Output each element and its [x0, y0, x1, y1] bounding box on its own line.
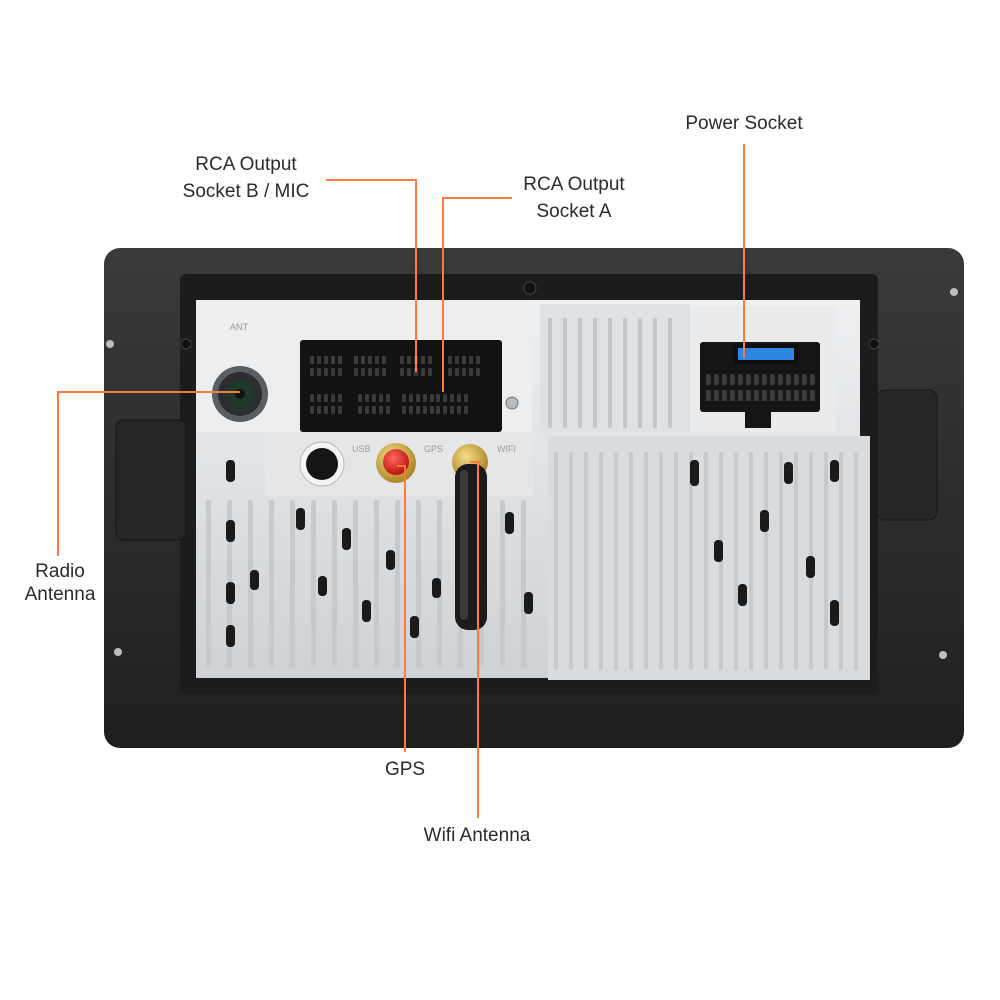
wifi-antenna [452, 444, 488, 630]
rca-output-a-line2: Socket A [536, 201, 612, 222]
rca-output-a-line1: RCA Output [523, 174, 625, 195]
gps-mark: GPS [424, 444, 443, 454]
leader-line-rca-b [326, 179, 417, 372]
fuse-icon [738, 348, 794, 360]
rca-output-b-line2: Socket B / MIC [182, 181, 310, 202]
leader-line-wifi [470, 461, 479, 818]
leader-line-gps [397, 465, 406, 752]
power-socket-label: Power Socket [662, 110, 826, 137]
leader-line-rca-a [442, 197, 512, 392]
radio-antenna-socket [212, 366, 268, 422]
screw-icon [114, 648, 122, 656]
screw-icon [950, 288, 958, 296]
rca-output-b-line1: RCA Output [195, 154, 297, 175]
leader-line-radio [57, 391, 240, 556]
screw-icon [505, 396, 519, 410]
gps-connector [376, 443, 416, 483]
usb-socket [299, 441, 345, 487]
radio-antenna-line1: Radio [35, 561, 85, 582]
wifi-mark: WIFI [497, 444, 516, 454]
screw-icon [939, 651, 947, 659]
rca-output-b-label: RCA Output Socket B / MIC [160, 151, 332, 205]
leader-lines [57, 144, 745, 818]
rca-output-a-label: RCA Output Socket A [500, 171, 648, 225]
rca-connector-block [300, 340, 502, 432]
gps-label: GPS [365, 756, 445, 783]
gps-text: GPS [384, 759, 426, 780]
power-socket-text: Power Socket [685, 113, 803, 134]
ant-mark: ANT [230, 322, 249, 332]
radio-antenna-label: Radio Antenna [10, 560, 110, 606]
wifi-antenna-text: Wifi Antenna [423, 825, 531, 846]
radio-antenna-line2: Antenna [24, 584, 96, 605]
power-socket [700, 342, 820, 428]
wifi-antenna-label: Wifi Antenna [402, 822, 552, 849]
screw-icon [106, 340, 114, 348]
usb-mark: USB [352, 444, 371, 454]
